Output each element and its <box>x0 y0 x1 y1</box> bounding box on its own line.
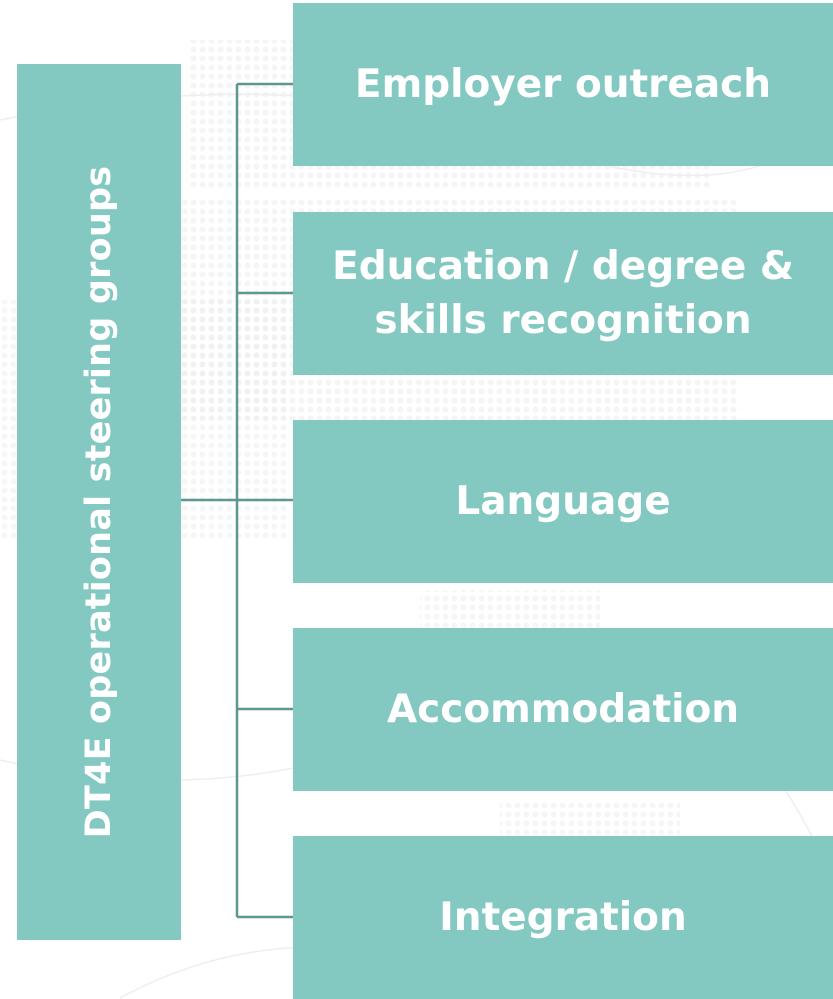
child-node-label: Integration <box>439 894 687 940</box>
child-node-education: Education / degree & skills recognition <box>293 212 833 375</box>
child-node-integration: Integration <box>293 836 833 999</box>
child-node-label: Employer outreach <box>354 61 772 107</box>
child-node-accommodation: Accommodation <box>293 628 833 791</box>
child-node-label: Education / degree & skills recognition <box>332 243 794 343</box>
child-node-language: Language <box>293 420 833 583</box>
child-node-label: Language <box>455 478 671 524</box>
child-node-label: Accommodation <box>386 686 740 732</box>
child-node-employer-outreach: Employer outreach <box>293 3 833 166</box>
root-node-box <box>17 64 181 940</box>
